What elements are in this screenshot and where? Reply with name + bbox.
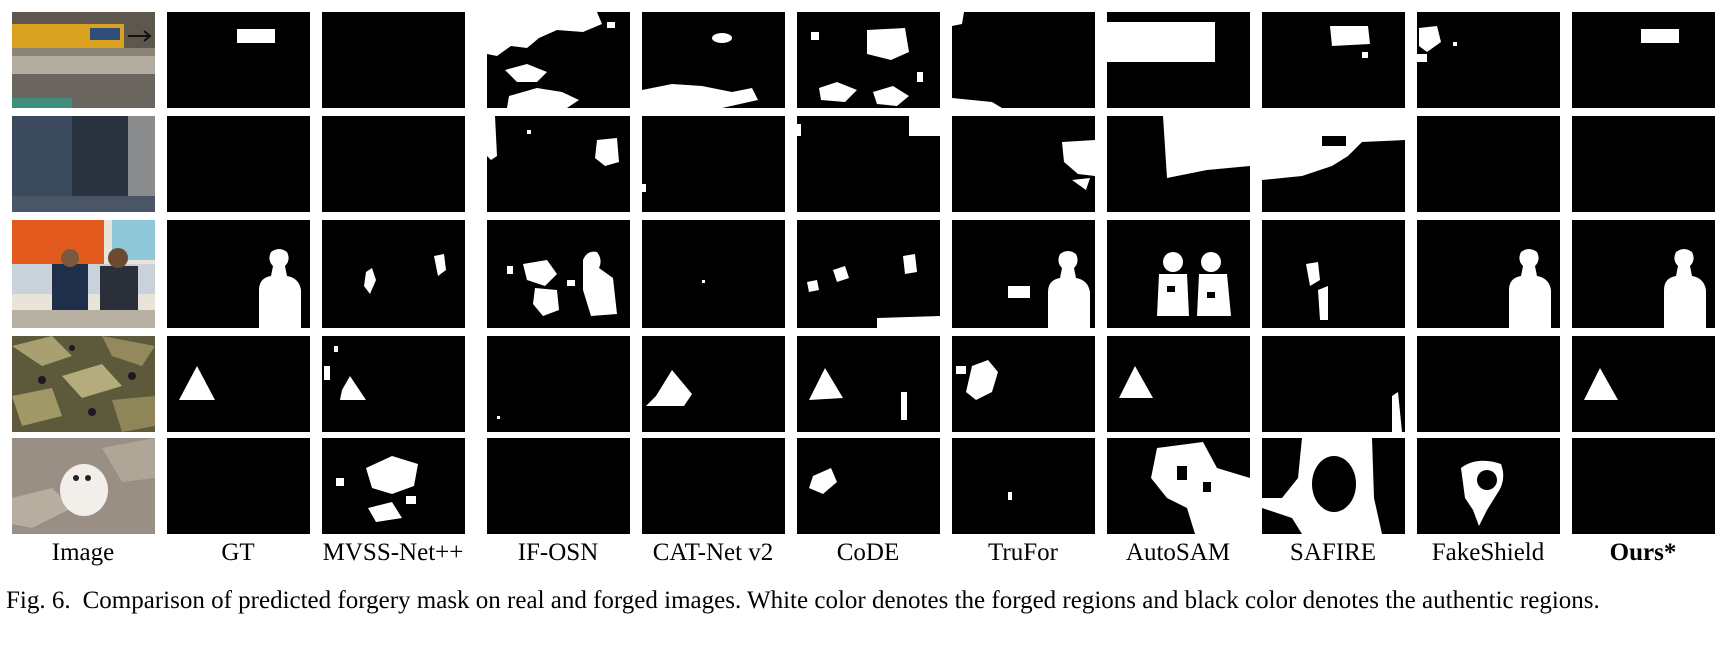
row1-if-osn-mask xyxy=(487,12,630,108)
column-label-cat-net: CAT-Net v2 xyxy=(652,539,774,566)
row4-code-mask xyxy=(797,336,940,432)
row3-ours-mask xyxy=(1572,220,1715,328)
row5-gt-mask xyxy=(167,438,310,534)
row1-cat-net-mask xyxy=(642,12,785,108)
row4-fakeshield-mask xyxy=(1417,336,1560,432)
row3-autosam-mask xyxy=(1107,220,1250,328)
row4-ours-mask xyxy=(1572,336,1715,432)
row3-if-osn-mask xyxy=(487,220,630,328)
row5-cat-net-mask xyxy=(642,438,785,534)
row1-mvss-net-mask xyxy=(322,12,465,108)
row3-input-image xyxy=(12,220,155,328)
row1-safire-mask xyxy=(1262,12,1405,108)
column-label-trufor: TruFor xyxy=(988,539,1058,566)
row5-ours-mask xyxy=(1572,438,1715,534)
row3-trufor-mask xyxy=(952,220,1095,328)
column-label-code: CoDE xyxy=(836,539,900,566)
row2-ours-mask xyxy=(1572,116,1715,212)
row2-if-osn-mask xyxy=(487,116,630,212)
row1-autosam-mask xyxy=(1107,12,1250,108)
row1-fakeshield-mask xyxy=(1417,12,1560,108)
row4-mvss-net-mask xyxy=(322,336,465,432)
row5-autosam-mask xyxy=(1107,438,1250,534)
row3-mvss-net-mask xyxy=(322,220,465,328)
row4-autosam-mask xyxy=(1107,336,1250,432)
column-label-gt: GT xyxy=(221,539,255,566)
figure-caption-text: Comparison of predicted forgery mask on … xyxy=(82,587,1600,614)
row3-safire-mask xyxy=(1262,220,1405,328)
row1-gt-mask xyxy=(167,12,310,108)
row1-trufor-mask xyxy=(952,12,1095,108)
row3-gt-mask xyxy=(167,220,310,328)
column-label-if-osn: IF-OSN xyxy=(517,539,599,566)
row1-input-image xyxy=(12,12,155,108)
row5-safire-mask xyxy=(1262,438,1405,534)
row2-gt-mask xyxy=(167,116,310,212)
row2-code-mask xyxy=(797,116,940,212)
row3-code-mask xyxy=(797,220,940,328)
row3-fakeshield-mask xyxy=(1417,220,1560,328)
column-label-image: Image xyxy=(51,539,115,566)
column-label-ours: Ours* xyxy=(1609,539,1677,566)
row4-gt-mask xyxy=(167,336,310,432)
row5-input-image xyxy=(12,438,155,534)
row5-mvss-net-mask xyxy=(322,438,465,534)
row2-mvss-net-mask xyxy=(322,116,465,212)
row5-trufor-mask xyxy=(952,438,1095,534)
row4-input-image xyxy=(12,336,155,432)
row2-input-image xyxy=(12,116,155,212)
column-label-fakeshield: FakeShield xyxy=(1431,539,1545,566)
row2-safire-mask xyxy=(1262,116,1405,212)
row1-ours-mask xyxy=(1572,12,1715,108)
row5-if-osn-mask xyxy=(487,438,630,534)
row2-fakeshield-mask xyxy=(1417,116,1560,212)
row5-code-mask xyxy=(797,438,940,534)
row4-safire-mask xyxy=(1262,336,1405,432)
column-label-mvss-net: MVSS-Net++ xyxy=(322,539,464,566)
row4-trufor-mask xyxy=(952,336,1095,432)
row2-autosam-mask xyxy=(1107,116,1250,212)
row3-cat-net-mask xyxy=(642,220,785,328)
row2-cat-net-mask xyxy=(642,116,785,212)
row4-cat-net-mask xyxy=(642,336,785,432)
row5-fakeshield-mask xyxy=(1417,438,1560,534)
row4-if-osn-mask xyxy=(487,336,630,432)
figure-caption-label: Fig. 6. xyxy=(6,587,71,614)
column-label-safire: SAFIRE xyxy=(1289,539,1377,566)
figure-caption: Fig. 6. Comparison of predicted forgery m… xyxy=(6,586,1724,616)
column-label-autosam: AutoSAM xyxy=(1125,539,1231,566)
row1-code-mask xyxy=(797,12,940,108)
row2-trufor-mask xyxy=(952,116,1095,212)
